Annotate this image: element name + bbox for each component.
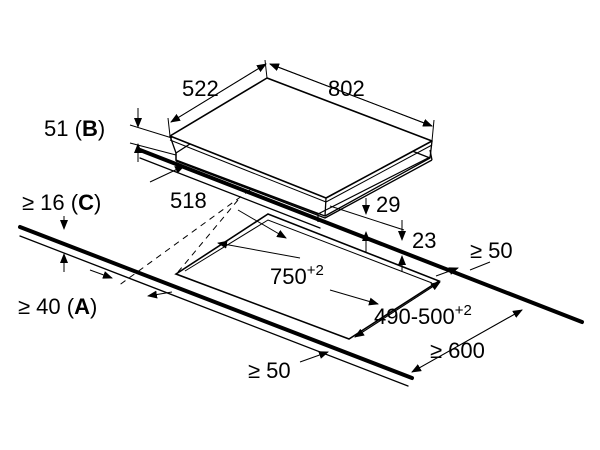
hob xyxy=(169,77,433,222)
label-cutout-width: 750+2 xyxy=(270,262,324,289)
label-depth-23: 23 xyxy=(412,228,436,253)
dimension-lines xyxy=(60,59,523,373)
label-front-distance: ≥ 40 (A) xyxy=(18,294,97,319)
label-hob-depth: 522 xyxy=(182,76,219,101)
label-depth-29: 29 xyxy=(376,192,400,217)
label-hob-width: 802 xyxy=(328,76,365,101)
cutout-opening xyxy=(174,213,441,340)
label-worktop-thickness: ≥ 16 (C) xyxy=(22,190,101,215)
dimension-labels: 522 802 51 (B) ≥ 16 (C) 518 ≥ 40 (A) 750… xyxy=(18,76,513,383)
label-side-min-right: ≥ 50 xyxy=(470,238,513,263)
label-hob-height: 51 (B) xyxy=(44,116,105,141)
label-cutout-depth: 490-500+2 xyxy=(374,302,472,329)
label-side-min-front: ≥ 50 xyxy=(248,358,291,383)
label-frame-depth: 518 xyxy=(170,188,207,213)
label-worktop-depth: ≥ 600 xyxy=(430,338,485,363)
worktop xyxy=(18,148,584,387)
projection-lines xyxy=(117,189,251,287)
